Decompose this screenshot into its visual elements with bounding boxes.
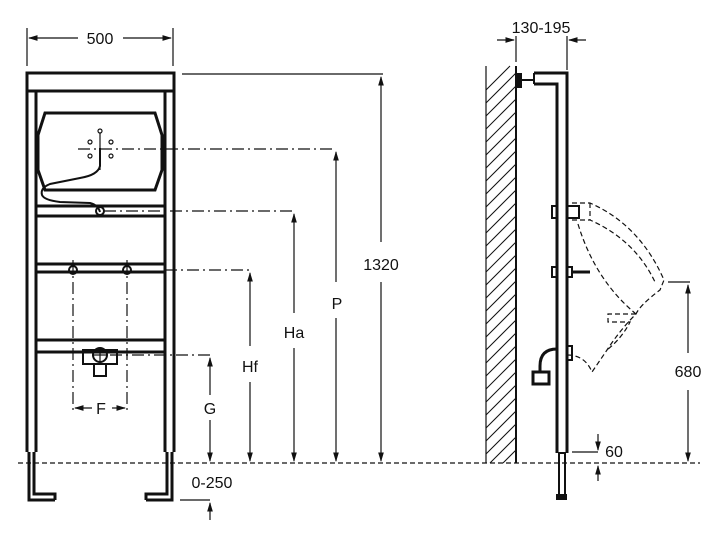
cistern (36, 111, 164, 213)
floor-offset-label: 60 (605, 444, 623, 461)
bowl-height-label: 680 (675, 364, 702, 381)
wall-hatch-line (485, 384, 517, 416)
wall-hatch-line (485, 306, 517, 338)
hf-label: Hf (242, 359, 259, 376)
wall-hatch-line (485, 423, 517, 455)
ha-dimension: Ha (284, 213, 305, 462)
wall-hatch-line (485, 111, 517, 143)
wall-hatch-line (485, 176, 517, 208)
wall-hatch-line (485, 85, 517, 117)
wall-hatch-line (485, 319, 517, 351)
width-dimension: 500 (26, 28, 174, 66)
wall-hatch-line (489, 436, 517, 464)
floor-offset-dimension: 60 (595, 434, 623, 481)
wall-hatch-line (485, 358, 517, 390)
p-dimension: P (332, 151, 343, 462)
middle-rail (34, 260, 167, 410)
wall-hatch-line (485, 345, 517, 377)
wall-hatch-line (485, 254, 517, 286)
wall-hatch-line (485, 267, 517, 299)
wall-hatch-line (485, 332, 517, 364)
ha-label: Ha (284, 325, 305, 342)
total-height-label: 1320 (363, 257, 399, 274)
wall-hatch-line (485, 293, 517, 325)
g-dimension: G (204, 357, 216, 462)
wall-hatch-line (485, 202, 517, 234)
wall-hatch-line (485, 280, 517, 312)
side-view: 130-195 (485, 20, 702, 500)
wall-hatch-line (485, 397, 517, 429)
wall-hatch-line (485, 150, 517, 182)
wall-hatch-line (485, 72, 517, 104)
f-dimension: F (74, 401, 126, 418)
p-label: P (332, 296, 343, 313)
foot-adjustment-label: 0-250 (192, 475, 233, 492)
wall-hatch-line (485, 137, 517, 169)
lower-rail (34, 338, 167, 377)
bowl-height-dimension: 680 (668, 281, 702, 462)
front-view: 500 (25, 28, 399, 520)
depth-dimension: 130-195 (497, 20, 586, 70)
wall-hatch-line (485, 65, 511, 91)
side-frame (517, 71, 598, 500)
wall-hatch-line (485, 215, 517, 247)
g-label: G (204, 401, 216, 418)
wall-hatch-line (485, 410, 517, 442)
wall-hatch-line (485, 98, 517, 130)
wall-hatch-line (485, 189, 517, 221)
hf-dimension: Hf (242, 272, 259, 462)
side-fittings (531, 205, 590, 386)
total-height-dimension: 1320 (363, 76, 399, 462)
wall-hatch-line (502, 449, 517, 464)
wall-hatch-line (485, 124, 517, 156)
width-label: 500 (87, 31, 114, 48)
wall-hatch-line (485, 228, 517, 260)
wall-hatch-line (485, 241, 517, 273)
wall-hatch-line (485, 371, 517, 403)
foot-adjustment-dimension: 0-250 (180, 475, 233, 520)
urinal-outline (566, 202, 665, 374)
wall (485, 65, 517, 464)
f-label: F (96, 401, 106, 418)
wall-hatch-line (485, 163, 517, 195)
depth-label: 130-195 (512, 20, 571, 37)
